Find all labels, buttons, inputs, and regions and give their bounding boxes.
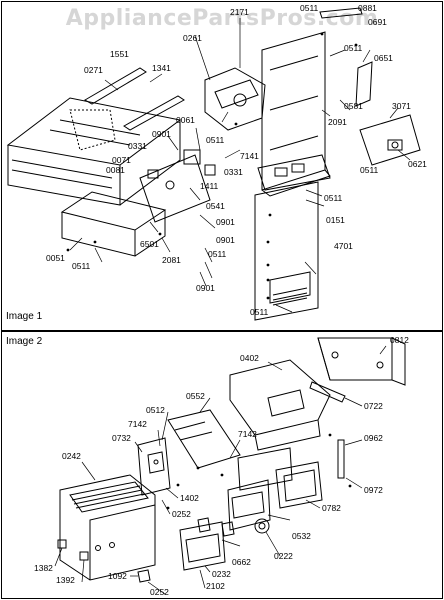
dispenser-chute [229,359,331,451]
control-board [139,154,211,223]
small-buttons [57,539,89,561]
part-label: 0512 [146,405,165,415]
part-label: 0972 [364,485,383,495]
part-label: 0541 [206,201,225,211]
part-label: 0901 [216,217,235,227]
part-label: 0511 [250,307,269,317]
part-label: 0242 [62,451,81,461]
part-label: 0532 [292,531,311,541]
actuator-knob [254,518,270,534]
part-label: 0651 [374,53,393,63]
solenoid [183,149,216,176]
switch-housing [227,479,271,531]
part-label: 0051 [46,253,65,263]
part-label: 0662 [232,557,251,567]
mounting-plate [317,337,406,386]
part-label: 2081 [162,255,181,265]
screws-image-2 [166,433,352,510]
panel-title-image-2: Image 2 [6,336,43,347]
clip [137,569,151,583]
part-label: 1411 [200,181,219,191]
panel-image-2 [1,331,443,599]
ice-chute-housing [6,97,182,206]
part-label: 0222 [274,551,293,561]
part-label: 0722 [364,401,383,411]
link-rod [337,439,345,479]
part-label: 0331 [128,141,147,151]
part-label: 0581 [344,101,363,111]
side-bracket [137,437,171,496]
part-label: 1551 [110,49,129,59]
chute-door [257,154,331,191]
part-label: 0691 [368,17,387,27]
part-label: 0962 [364,433,383,443]
part-label: 0061 [176,115,195,125]
dispenser-switch [359,114,421,166]
part-label: 0511 [208,249,227,259]
part-label: 4701 [334,241,353,251]
part-label: 1402 [180,493,199,503]
bracket-box [60,191,167,257]
part-label: 0782 [322,503,341,513]
part-label: 1341 [152,63,171,73]
part-label: 2102 [206,581,225,591]
part-label: 0511 [300,3,319,13]
part-label: 2171 [230,7,249,17]
part-label: 0511 [206,135,225,145]
part-label: 3071 [392,101,411,111]
top-bracket [319,7,363,19]
part-label: 7142 [128,419,147,429]
part-label: 1092 [108,571,127,581]
part-label: 0271 [84,65,103,75]
rear-panel [261,31,331,197]
cover-box [237,447,323,509]
lever-tab [197,517,235,537]
part-label: 0621 [408,159,427,169]
dispenser-paddle [179,521,226,571]
panel-image-1 [1,1,443,331]
part-label: 0812 [390,335,409,345]
part-label: 1382 [34,563,53,573]
leader-lines-image-2 [54,345,387,595]
part-label: 0511 [360,165,379,175]
part-label: 6501 [140,239,159,249]
part-label: 0331 [224,167,243,177]
dispenser-frame [167,409,241,469]
part-label: 0881 [358,3,377,13]
rail-part [83,67,147,105]
part-label: 0081 [106,165,125,175]
front-cover-panel [254,181,319,321]
mount-bracket [355,61,373,107]
part-label: 0252 [172,509,191,519]
part-label: 1392 [56,575,75,585]
part-label: 0402 [240,353,259,363]
watermark: AppliancePartsPros.com [65,6,379,31]
part-label: 0151 [326,215,345,225]
part-label: 0901 [152,129,171,139]
part-label: 0511 [324,193,343,203]
part-label: 0901 [216,235,235,245]
auger-motor-assembly [204,67,266,131]
part-label: 0511 [344,43,363,53]
part-label: 0261 [183,33,202,43]
part-label: 0232 [212,569,231,579]
front-grille [59,474,156,581]
pivot-pin [309,381,346,403]
part-label: 0732 [112,433,131,443]
panel-title-image-1: Image 1 [6,311,43,322]
part-label: 2091 [328,117,347,127]
part-label: 0511 [72,261,91,271]
part-label: 7142 [238,429,257,439]
part-label: 0252 [150,587,169,597]
slide-rail [123,95,185,131]
screws [66,32,358,300]
part-label: 0552 [186,391,205,401]
part-label: 0071 [112,155,131,165]
part-label: 0901 [196,283,215,293]
leader-lines-image-1 [69,18,411,313]
part-label: 7141 [240,151,259,161]
